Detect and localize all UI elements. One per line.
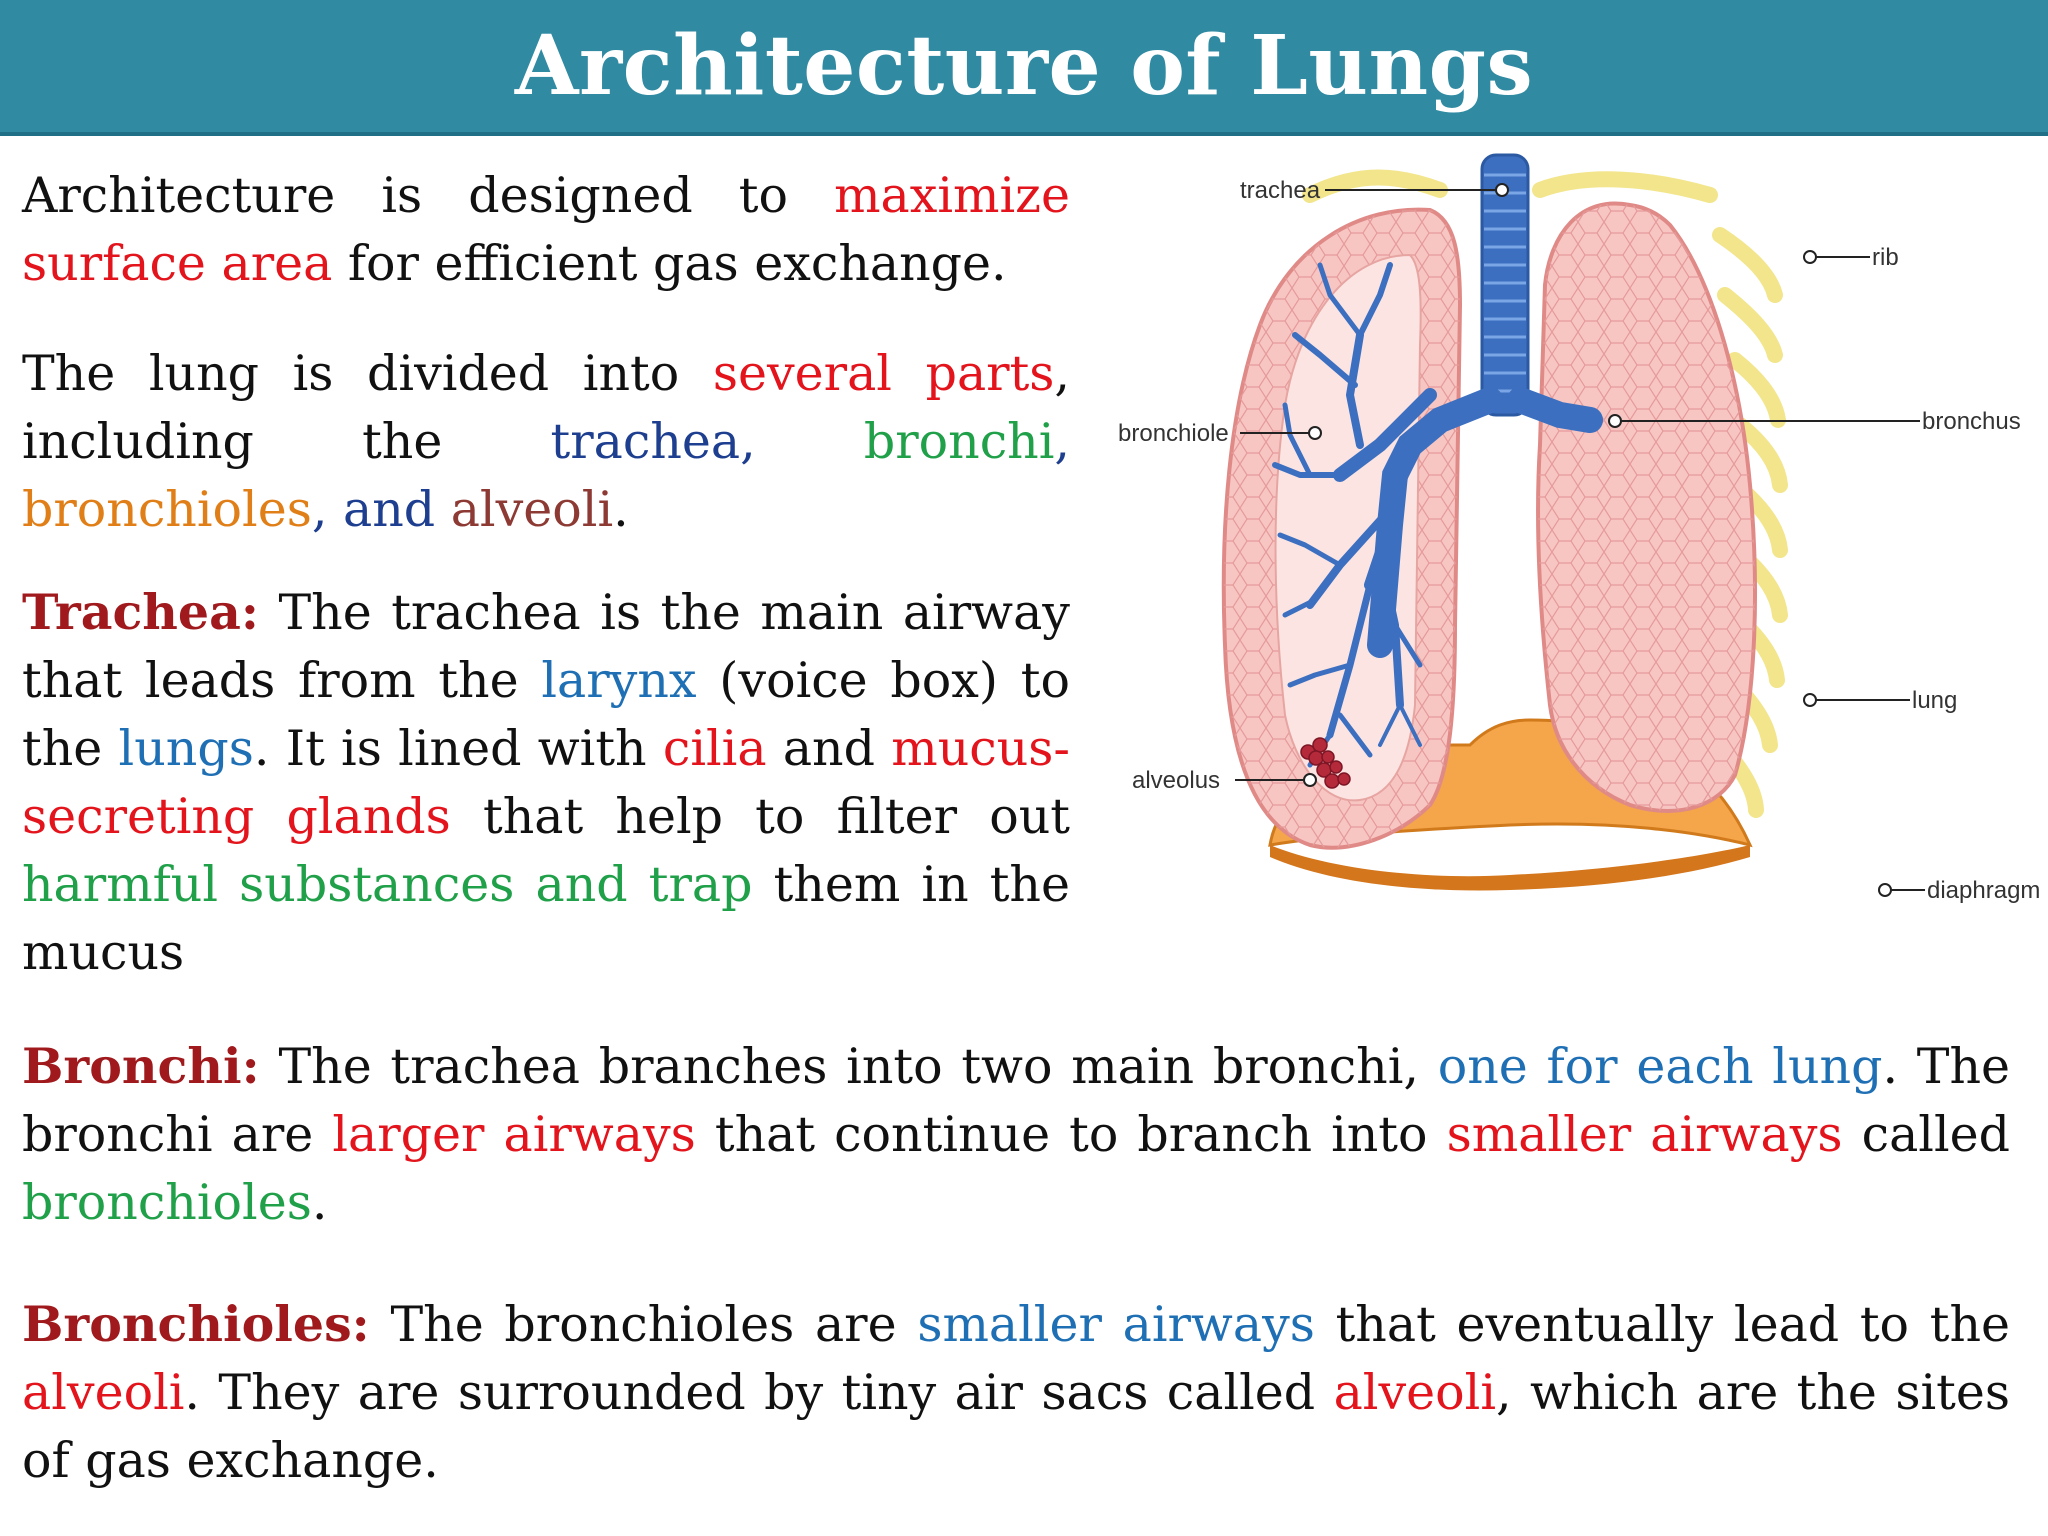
bronchioles-heading: Bronchioles: xyxy=(22,1295,370,1353)
parts-highlight-and: and xyxy=(327,481,436,538)
lung-diagram: trachea rib bronchus bronchiole lung alv… xyxy=(1110,145,2048,965)
parts-text-1: The lung is divided into xyxy=(22,345,713,402)
parts-highlight-bronchioles: bronchioles xyxy=(22,481,312,538)
label-leaders xyxy=(1235,183,1925,897)
label-alveolus: alveolus xyxy=(1132,767,1220,794)
trachea-highlight-cilia: cilia xyxy=(662,720,767,777)
label-rib: rib xyxy=(1872,244,1899,271)
trachea-text-6: them in the mucus xyxy=(22,856,1070,981)
intro-paragraph: Architecture is designed to maximize sur… xyxy=(22,162,1070,298)
trachea-text-1: The trachea is the main airway that lead… xyxy=(22,584,1070,709)
parts-text-2: , including the xyxy=(22,345,1070,470)
trachea-shape xyxy=(1367,153,1603,658)
trachea-text-5: that help to filter out xyxy=(450,788,1070,845)
bronchi-paragraph: Bronchi: The trachea branches into two m… xyxy=(22,1032,2010,1237)
trachea-highlight-lungs: lungs xyxy=(118,720,254,777)
bronchi-highlight-bronchioles: bronchioles xyxy=(22,1174,312,1231)
parts-paragraph: The lung is divided into several parts, … xyxy=(22,340,1070,544)
bronchioles-paragraph: Bronchioles: The bronchioles are smaller… xyxy=(22,1290,2010,1495)
label-diaphragm: diaphragm xyxy=(1927,877,2040,904)
bronchioles-text-3: . They are surrounded by tiny air sacs c… xyxy=(184,1364,1334,1421)
bronchi-highlight-larger: larger airways xyxy=(332,1106,696,1163)
bronchioles-text-2: that eventually lead to the xyxy=(1314,1296,2010,1353)
trachea-highlight-larynx: larynx xyxy=(541,652,697,709)
parts-highlight-bronchi: bronchi xyxy=(863,413,1055,470)
bronchi-text-1: The trachea branches into two main bronc… xyxy=(259,1038,1438,1095)
bronchi-highlight-smaller: smaller airways xyxy=(1446,1106,1843,1163)
bronchioles-highlight-alveoli-2: alveoli xyxy=(1333,1364,1496,1421)
trachea-paragraph: Trachea: The trachea is the main airway … xyxy=(22,578,1070,987)
trachea-text-3: . It is lined with xyxy=(253,720,663,777)
alveoli-cluster xyxy=(1300,737,1351,789)
intro-highlight-surface-area: maximize surface area xyxy=(22,167,1070,292)
parts-text-3 xyxy=(756,413,864,470)
parts-highlight-alveoli: alveoli xyxy=(450,481,614,538)
parts-text-6 xyxy=(435,481,451,538)
parts-text-5: , xyxy=(311,481,328,538)
bronchi-text-2: . The bronchi are xyxy=(22,1038,2010,1163)
label-bronchiole: bronchiole xyxy=(1118,420,1229,447)
trachea-highlight-harmful: harmful substances and trap xyxy=(22,856,753,913)
bronchioles-text-4: , which are the sites of gas exchange. xyxy=(22,1364,2010,1489)
label-bronchus: bronchus xyxy=(1922,408,2021,435)
bronchioles-highlight-smaller: smaller airways xyxy=(917,1296,1315,1353)
bronchi-text-5: . xyxy=(311,1174,328,1231)
bronchi-text-4: called xyxy=(1842,1106,2010,1163)
page-title: Architecture of Lungs xyxy=(514,18,1534,114)
intro-text-1: Architecture is designed to xyxy=(22,167,835,224)
bronchial-tree xyxy=(1272,262,1437,768)
intro-text-2: for efficient gas exchange. xyxy=(332,235,1007,292)
bronchioles-highlight-alveoli-1: alveoli xyxy=(22,1364,185,1421)
trachea-text-4: and xyxy=(766,720,892,777)
bronchioles-text-1: The bronchioles are xyxy=(369,1296,918,1353)
bronchi-highlight-each-lung: one for each lung xyxy=(1437,1038,1883,1095)
parts-text-7: . xyxy=(613,481,629,538)
bronchi-text-3: that continue to branch into xyxy=(695,1106,1447,1163)
trachea-highlight-glands: mucus-secreting glands xyxy=(22,720,1070,845)
label-lung: lung xyxy=(1912,687,1957,714)
trachea-heading: Trachea: xyxy=(22,583,259,641)
parts-highlight-trachea: trachea, xyxy=(550,413,756,470)
label-trachea: trachea xyxy=(1240,177,1321,204)
trachea-text-2: (voice box) to the xyxy=(22,652,1070,777)
parts-highlight-several-parts: several parts xyxy=(712,345,1055,402)
title-bar: Architecture of Lungs xyxy=(0,0,2048,136)
parts-text-4: , xyxy=(1054,413,1070,470)
bronchi-heading: Bronchi: xyxy=(22,1037,260,1095)
ribs xyxy=(1302,169,1788,818)
lung-diagram-svg: trachea rib bronchus bronchiole lung alv… xyxy=(1118,153,2040,904)
